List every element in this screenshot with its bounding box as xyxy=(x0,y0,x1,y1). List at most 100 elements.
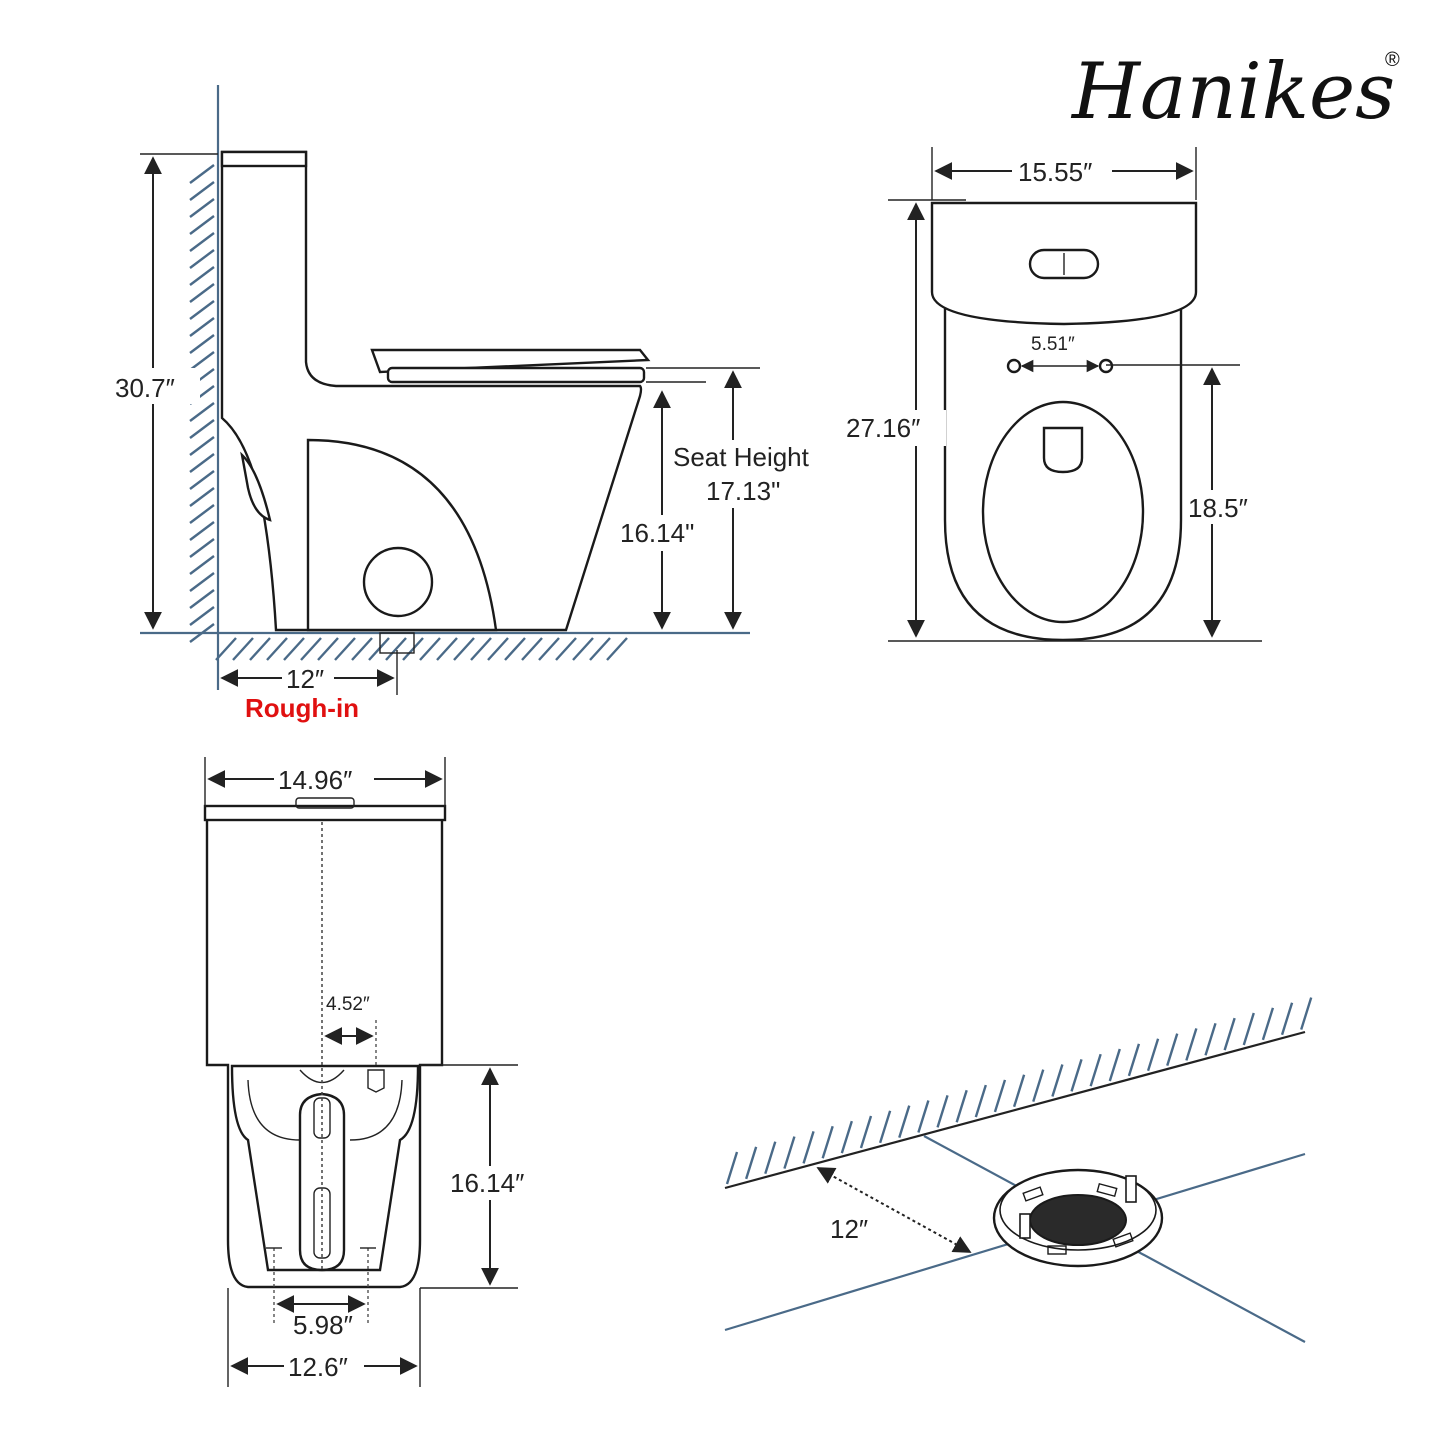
floor-hatch-stroke xyxy=(317,637,339,661)
flange-hatch-stroke xyxy=(744,1146,758,1180)
wall-hatch-stroke xyxy=(189,317,215,337)
flange-hatch-stroke xyxy=(898,1105,911,1139)
rough-in-distance: 12″ xyxy=(286,664,324,694)
bowl-length-label: 18.5″ xyxy=(1188,493,1248,523)
wall-hatch-stroke xyxy=(189,300,215,320)
floor-hatch-stroke xyxy=(504,637,526,661)
floor-hatch-stroke xyxy=(249,637,271,661)
floor-hatch-stroke xyxy=(300,637,322,661)
floor-hatch-stroke xyxy=(266,637,288,661)
floor-hatch-stroke xyxy=(283,637,305,661)
wall-hatch-stroke xyxy=(189,555,215,575)
wall-hatch-stroke xyxy=(189,232,215,252)
flange-hatch-stroke xyxy=(1012,1074,1026,1108)
floor-hatch-stroke xyxy=(334,637,356,661)
flange-hatch-stroke xyxy=(1051,1064,1064,1097)
wall-hatch-stroke xyxy=(189,198,215,218)
flange-hatch-stroke xyxy=(878,1110,892,1144)
flange-hatch-stroke xyxy=(764,1141,777,1175)
wall-hatch-stroke xyxy=(189,215,215,235)
floor-hatch-stroke xyxy=(215,637,237,661)
floor-hatch-stroke xyxy=(521,637,543,661)
flange-hatch-stroke xyxy=(1070,1058,1083,1092)
floor-hatch-stroke xyxy=(572,637,594,661)
floor-hatch-stroke xyxy=(589,637,611,661)
flange-hatch-stroke xyxy=(802,1131,815,1164)
wall-hatch-stroke xyxy=(189,470,215,490)
floor-hatch-stroke xyxy=(453,637,475,661)
floor-hatch-stroke xyxy=(606,637,628,661)
registered-mark: ® xyxy=(1385,49,1400,71)
flange-hatch-stroke xyxy=(1300,997,1313,1030)
flange-wall-hatch xyxy=(725,997,1313,1185)
floor-hatch-stroke xyxy=(351,637,373,661)
flange-hatch-stroke xyxy=(1089,1053,1102,1087)
side-view: 30.7″ Seat Height 17.13" 16.14" 12″ Roug… xyxy=(108,85,822,723)
flange-hatch-stroke xyxy=(993,1079,1007,1113)
wall-hatch-stroke xyxy=(189,521,215,541)
wall-hatch-stroke xyxy=(189,351,215,371)
wall-hatch-stroke xyxy=(189,402,215,422)
toilet-back-outline xyxy=(203,797,447,1289)
floor-hatch-stroke xyxy=(538,637,560,661)
flange-hatch-stroke xyxy=(1127,1043,1141,1077)
flange-hatch-stroke xyxy=(821,1125,834,1159)
flange-hatch-stroke xyxy=(936,1095,949,1128)
hinge-spacing-label: 5.51″ xyxy=(1031,334,1075,355)
flange-hatch-stroke xyxy=(917,1100,930,1133)
flange-rough-in-label: 12″ xyxy=(830,1214,868,1244)
floor-hatch-stroke xyxy=(436,637,458,661)
tank-width-label: 14.96″ xyxy=(278,765,352,795)
wall-hatch-stroke xyxy=(189,283,215,303)
flange-hatch-stroke xyxy=(783,1136,796,1169)
wall-hatch-stroke xyxy=(189,164,215,184)
back-view: 14.96″ 4.52″ 16.14″ 5.98″ 12.6″ xyxy=(203,757,544,1387)
wall-hatch-stroke xyxy=(189,249,215,269)
floor-hatch-stroke xyxy=(555,637,577,661)
flange-hatch-stroke xyxy=(1280,1002,1294,1036)
wall-hatch-stroke xyxy=(189,572,215,592)
base-height-label: 16.14″ xyxy=(450,1168,524,1198)
wall-hatch-stroke xyxy=(189,436,215,456)
flange-hatch-stroke xyxy=(1146,1038,1160,1072)
flange-hatch-stroke xyxy=(840,1120,853,1154)
wall-hatch-stroke xyxy=(189,589,215,609)
wall-hatch-stroke xyxy=(189,487,215,507)
bolt-spacing-label: 5.98″ xyxy=(293,1310,353,1340)
wall-hatch-stroke xyxy=(189,453,215,473)
flange-hatch-stroke xyxy=(725,1151,739,1185)
flange-view: 12″ xyxy=(724,997,1313,1343)
wall-hatch-stroke xyxy=(189,181,215,201)
total-height-label: 30.7″ xyxy=(115,373,175,403)
wall-hatch-stroke xyxy=(189,606,215,626)
outlet-offset-label: 4.52″ xyxy=(326,994,370,1015)
top-view: 15.55″ 27.16″ 5.51″ 18.5″ xyxy=(846,147,1264,642)
floor-hatch xyxy=(215,637,628,661)
floor-hatch-stroke xyxy=(487,637,509,661)
flange-hatch-stroke xyxy=(974,1084,987,1118)
floor-hatch-stroke xyxy=(419,637,441,661)
bowl-height-label: 16.14" xyxy=(620,518,694,548)
toilet-top-outline xyxy=(930,201,1198,642)
wall-hatch-stroke xyxy=(189,266,215,286)
seat-height-value: 17.13" xyxy=(706,476,780,506)
flange-hatch-stroke xyxy=(1204,1022,1217,1056)
wall-hatch xyxy=(189,164,215,643)
wall-hatch-stroke xyxy=(189,504,215,524)
seat-height-title: Seat Height xyxy=(673,442,810,472)
flange-hatch-stroke xyxy=(1108,1048,1121,1082)
floor-hatch-stroke xyxy=(402,637,424,661)
floor-hatch-stroke xyxy=(385,637,407,661)
flange-hatch-stroke xyxy=(1242,1012,1255,1046)
brand-name: Hanikes xyxy=(1070,47,1395,137)
flange-hatch-stroke xyxy=(1261,1007,1275,1041)
floor-hatch-stroke xyxy=(368,637,390,661)
flange-hatch-stroke xyxy=(1223,1017,1236,1051)
total-length-label: 27.16″ xyxy=(846,413,920,443)
wall-hatch-stroke xyxy=(189,334,215,354)
flange-hatch-stroke xyxy=(1166,1033,1179,1066)
flange-hatch-stroke xyxy=(955,1089,968,1123)
floor-hatch-stroke xyxy=(232,637,254,661)
flange-hatch-stroke xyxy=(859,1115,873,1149)
